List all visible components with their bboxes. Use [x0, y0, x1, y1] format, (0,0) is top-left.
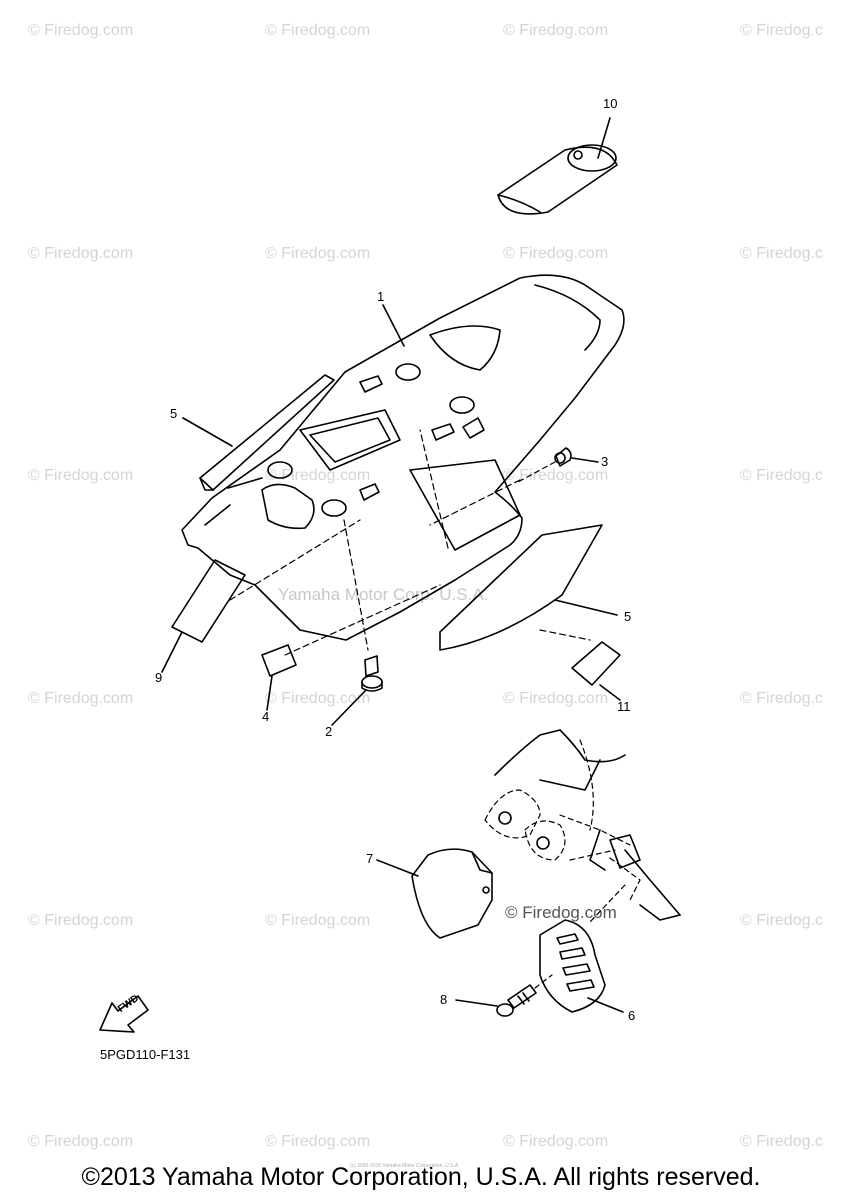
part-5-decal-right	[439, 524, 603, 651]
callout-8: 8	[440, 992, 448, 1007]
copyright-footer: ©2013 Yamaha Motor Corporation, U.S.A. A…	[81, 1163, 761, 1191]
callout-1: 1	[377, 289, 385, 304]
part-11-decal	[571, 641, 621, 686]
watermark: © Firedog.c	[740, 467, 823, 484]
leader-5b	[554, 599, 618, 616]
callout-2: 2	[325, 724, 333, 739]
leader-7	[376, 859, 419, 877]
watermark: © Firedog.c	[740, 690, 823, 707]
watermark: © Firedog.com	[265, 690, 371, 707]
watermark: © Firedog.com	[28, 912, 134, 929]
leader-8	[455, 999, 498, 1007]
part-7-plate	[411, 848, 493, 939]
callout-5b: 5	[624, 609, 632, 624]
leader-10	[597, 117, 611, 159]
leader-3	[571, 457, 599, 463]
fwd-arrow-icon	[99, 995, 149, 1033]
leader-5a	[182, 417, 233, 447]
watermark: © Firedog.c	[740, 22, 823, 39]
part-10-pad	[497, 144, 618, 215]
watermark-mid: © Firedog.com	[505, 903, 617, 922]
watermark: © Firedog.com	[265, 22, 371, 39]
watermark: © Firedog.c	[740, 1133, 823, 1150]
callout-5a: 5	[170, 406, 178, 421]
part-3-bolt	[554, 447, 572, 467]
watermark: © Firedog.com	[503, 1133, 609, 1150]
watermark: © Firedog.com	[265, 245, 371, 262]
watermark: © Firedog.com	[28, 22, 134, 39]
watermark: © Firedog.com	[265, 912, 371, 929]
watermark: © Firedog.c	[740, 245, 823, 262]
leader-2	[331, 689, 367, 726]
watermark: © Firedog.com	[503, 22, 609, 39]
part-9-decal	[171, 559, 246, 643]
watermark: © Firedog.com	[28, 1133, 134, 1150]
tiny-note: (c) 2000-2016 Yamaha Motor Corporation, …	[350, 1163, 460, 1169]
part-1-rear-fender	[181, 274, 625, 641]
watermark: © Firedog.com	[503, 690, 609, 707]
callout-6: 6	[628, 1008, 636, 1023]
callout-7: 7	[366, 851, 374, 866]
part-2-bolt	[361, 655, 383, 692]
leader-11	[599, 684, 621, 701]
part-5-decal-left	[199, 374, 335, 491]
leader-4	[266, 675, 273, 711]
watermark: © Firedog.com	[503, 467, 609, 484]
callout-11: 11	[617, 699, 631, 714]
watermark: © Firedog.com	[28, 245, 134, 262]
watermark: © Firedog.com	[503, 245, 609, 262]
callout-10: 10	[603, 96, 618, 111]
leader-6	[587, 997, 624, 1013]
leader-9	[161, 631, 183, 673]
callout-4: 4	[262, 709, 270, 724]
part-6-guard	[539, 919, 606, 1013]
watermark-center: Yamaha Motor Corp. U.S.A.	[278, 585, 489, 604]
callout-3: 3	[601, 454, 609, 469]
part-4-decal	[261, 644, 297, 677]
part-8-bolt	[496, 984, 537, 1017]
assembly-line-8	[534, 974, 553, 989]
watermark: © Firedog.c	[740, 912, 823, 929]
watermark: © Firedog.com	[28, 467, 134, 484]
assembly-lines	[229, 429, 591, 656]
callout-9: 9	[155, 670, 163, 685]
frame-section	[484, 729, 681, 921]
leader-1	[382, 304, 405, 347]
watermark: © Firedog.com	[265, 1133, 371, 1150]
diagram-code: 5PGD110-F131	[100, 1047, 191, 1062]
assembly-line-6	[589, 884, 626, 923]
assembly-line-3	[517, 461, 556, 483]
watermark: © Firedog.com	[28, 690, 134, 707]
